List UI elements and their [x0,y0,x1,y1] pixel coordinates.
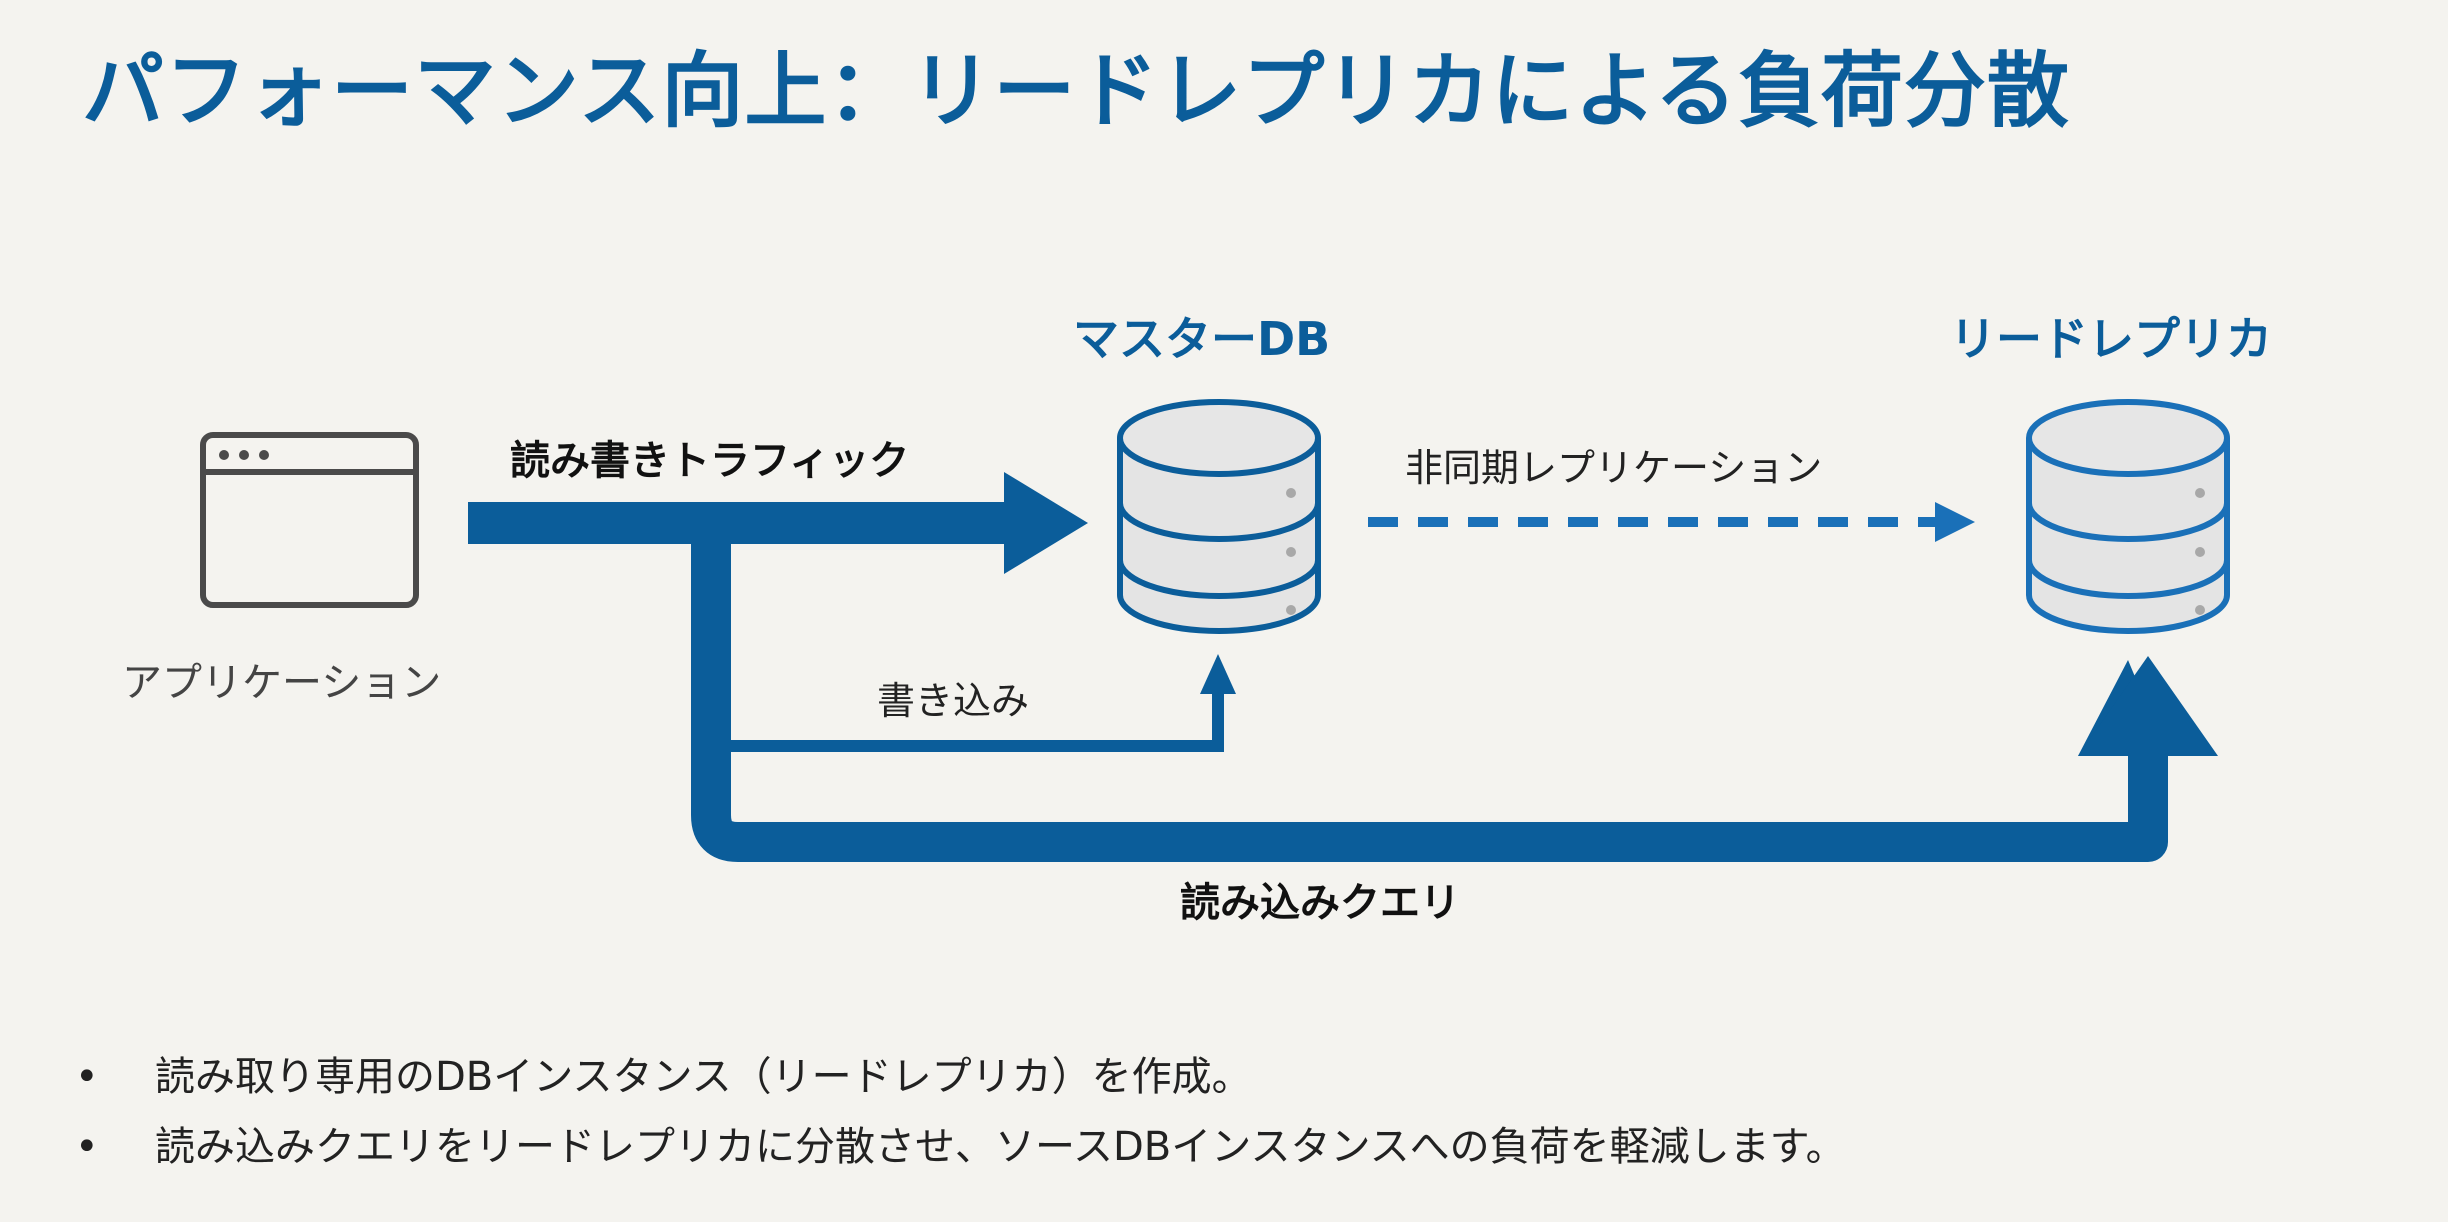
bullet-item: • 読み込みクエリをリードレプリカに分散させ、ソースDBインスタンスへの負荷を軽減… [75,1112,1846,1182]
bullet-marker: • [75,1124,99,1170]
async-replication-arrow [1368,502,1975,542]
write-arrow [731,654,1236,752]
bullet-text: 読み込みクエリをリードレプリカに分散させ、ソースDBインスタンスへの負荷を軽減し… [155,1124,1846,1170]
read-query-arrow [691,540,2218,862]
bullet-list: • 読み取り専用のDBインスタンス（リードレプリカ）を作成。 • 読み込みクエリをリ… [75,1042,1846,1182]
master-db-label: マスターDB [1073,312,1331,366]
read-query-label: 読み込みクエリ [1180,880,1460,926]
page-title: パフォーマンス向上：リードレプリカによる負荷分散 [82,44,2070,139]
bullet-item: • 読み取り専用のDBインスタンス（リードレプリカ）を作成。 [75,1042,1846,1112]
read-replica-db-icon [2026,399,2230,634]
bullet-text: 読み取り専用のDBインスタンス（リードレプリカ）を作成。 [155,1054,1252,1100]
async-replication-label: 非同期レプリケーション [1405,446,1823,490]
bullet-marker: • [75,1054,99,1100]
read-write-arrow [468,472,1088,574]
read-replica-label: リードレプリカ [1950,312,2272,366]
read-write-traffic-label: 読み書きトラフィック [510,438,910,484]
write-label: 書き込み [877,679,1030,723]
master-db-icon [1117,399,1321,634]
browser-window-icon [200,432,419,608]
application-label: アプリケーション [122,660,442,706]
